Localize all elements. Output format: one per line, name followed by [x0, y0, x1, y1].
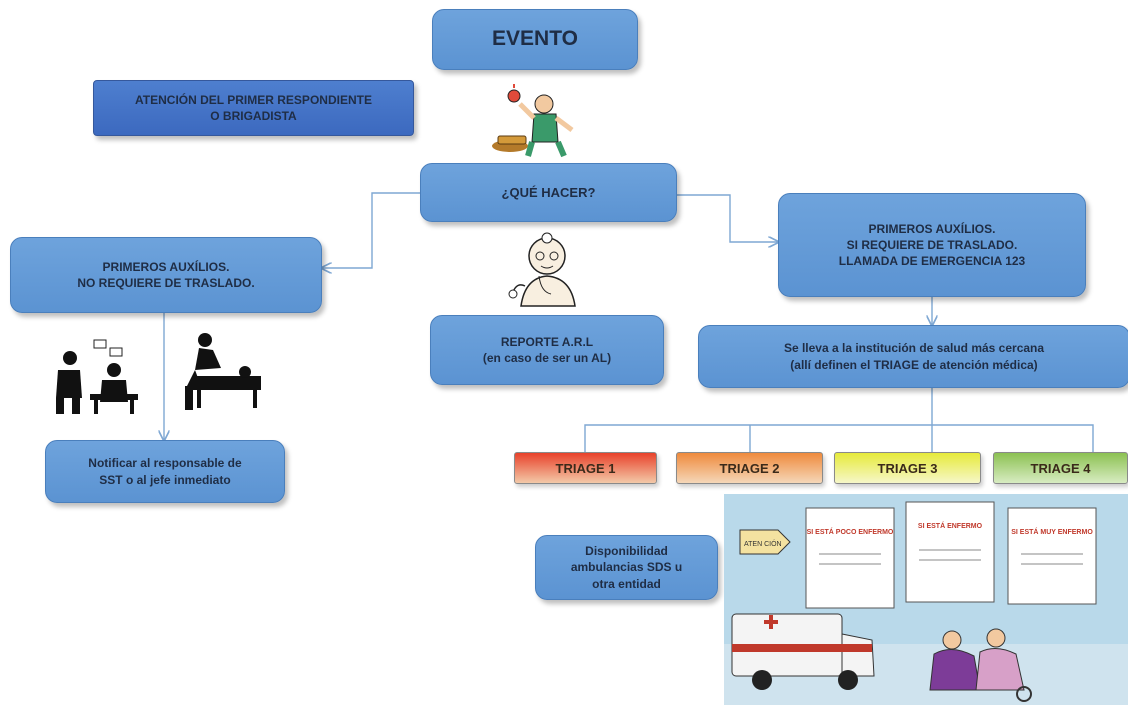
medical-consultation-icon [56, 339, 138, 414]
sign-2-text: SI ESTÁ ENFERMO [918, 521, 983, 530]
traslado-node: PRIMEROS AUXÍLIOS. SI REQUIERE DE TRASLA… [778, 193, 1086, 297]
notificar-node: Notificar al responsable de SST o al jef… [45, 440, 285, 503]
no-traslado-node: PRIMEROS AUXÍLIOS. NO REQUIERE DE TRASLA… [10, 237, 322, 313]
arrow-to-no-traslado [322, 192, 420, 268]
triage-3-box: TRIAGE 3 [834, 452, 981, 484]
first-aid-icon [185, 333, 261, 410]
evento-node: EVENTO [432, 9, 638, 70]
sign-3-text: SI ESTÁ MUY ENFERMO [1011, 527, 1093, 536]
hospital-triage-cartoon: ATEN CIÓN SI ESTÁ POCO ENFERMO SI ESTÁ E… [724, 494, 1128, 705]
sign-1-text: SI ESTÁ POCO ENFERMO [807, 527, 894, 536]
ambulance-icon [731, 613, 875, 690]
arrow-to-traslado [677, 194, 778, 242]
triage-4-box: TRIAGE 4 [993, 452, 1128, 484]
atencion-node: ATENCIÓN DEL PRIMER RESPONDIENTE O BRIGA… [93, 80, 414, 136]
triage-1-box: TRIAGE 1 [514, 452, 657, 484]
sign-tag-text: ATEN CIÓN [744, 539, 782, 548]
doctor-icon [508, 232, 576, 307]
ambulancias-node: Disponibilidad ambulancias SDS u otra en… [535, 535, 718, 600]
triage-2-box: TRIAGE 2 [676, 452, 823, 484]
triage-bracket [584, 424, 1094, 452]
institucion-node: Se lleva a la institución de salud más c… [698, 325, 1128, 388]
injured-worker-icon [492, 84, 574, 158]
que-hacer-node: ¿QUÉ HACER? [420, 163, 677, 222]
reporte-node: REPORTE A.R.L (en caso de ser un AL) [430, 315, 664, 385]
